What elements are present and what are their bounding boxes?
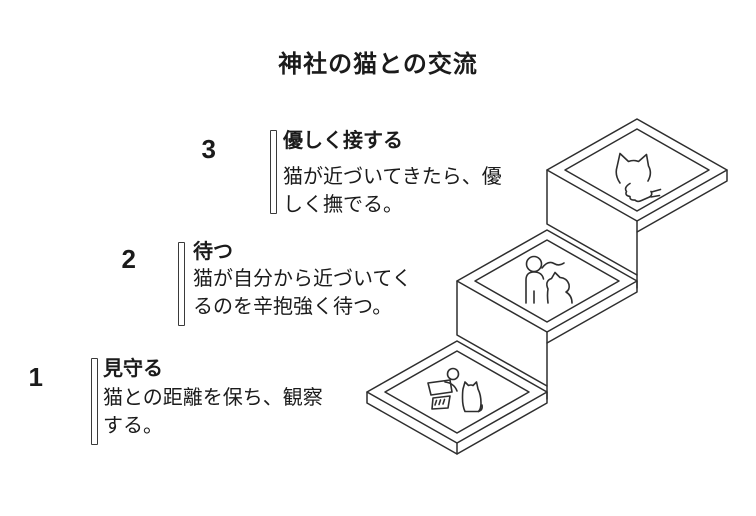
step-description: 猫との距離を保ち、観察 する。 [103, 387, 323, 437]
step-heading: 優しく接する [283, 130, 403, 152]
slide-title: 神社の猫との交流 [278, 51, 478, 78]
person-observing-cat-icon [427, 367, 483, 413]
step-number: 3 [201, 134, 216, 164]
person-waiting-with-cat-icon [525, 255, 573, 304]
step-heading: 待つ [193, 241, 233, 263]
staircase-step-2 [456, 229, 638, 400]
step-number: 1 [28, 362, 43, 392]
staircase-step-1 [366, 340, 548, 455]
step-number: 2 [121, 244, 136, 274]
step-accent-bar [270, 130, 277, 214]
step-description: 猫が自分から近づいてく るのを辛抱強く待つ。 [193, 268, 412, 318]
step-accent-bar [91, 358, 98, 445]
step-heading: 見守る [103, 358, 163, 380]
staircase-step-3 [546, 118, 728, 289]
step-accent-bar [178, 242, 185, 326]
hand-petting-cat-icon [615, 152, 662, 203]
step-description: 猫が近づいてきたら、優 しく撫でる。 [283, 166, 502, 216]
